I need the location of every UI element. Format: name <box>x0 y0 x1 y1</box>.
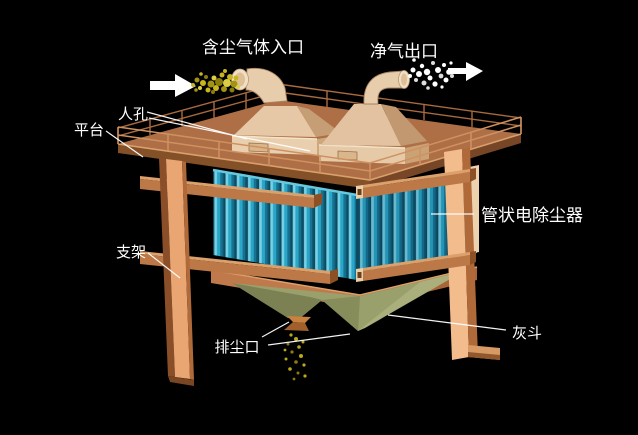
leader-lines <box>105 111 507 346</box>
ash-hopper <box>232 271 464 331</box>
label-tubular-esp: 管状电除尘器 <box>481 206 583 225</box>
leader-support <box>147 252 181 279</box>
outlet-flow <box>408 58 483 90</box>
labels: 含尘气体入口 净气出口 人孔 平台 支架 排尘口 管状电除尘器 灰斗 <box>74 38 583 356</box>
label-ash-hopper: 灰斗 <box>512 325 542 342</box>
leader-platform <box>105 130 144 158</box>
label-support-frame: 支架 <box>116 244 146 261</box>
inlet-flow <box>150 69 240 97</box>
leader-discharge-1 <box>261 321 290 338</box>
hood-pyramid-right <box>321 104 401 146</box>
railing-front <box>117 116 522 180</box>
label-dust-discharge-port: 排尘口 <box>214 339 259 356</box>
clean-gas-particles <box>408 58 454 90</box>
label-dusty-gas-inlet: 含尘气体入口 <box>202 38 304 57</box>
label-clean-gas-outlet: 净气出口 <box>370 42 438 61</box>
beam-lower-right <box>356 251 476 282</box>
label-platform: 平台 <box>74 122 104 139</box>
falling-dust <box>283 333 307 381</box>
inlet-arrow-icon <box>150 74 196 97</box>
outlet-arrow-icon <box>448 62 483 81</box>
inlet-duct <box>245 67 288 104</box>
leader-manhole-2 <box>148 117 311 152</box>
beam-upper-right <box>356 168 476 199</box>
dusty-gas-particles <box>191 69 240 94</box>
discharge-spout <box>284 316 311 331</box>
hood-pyramid-left <box>234 106 316 137</box>
leader-ash-hopper <box>387 314 507 331</box>
leader-discharge-2 <box>267 333 351 346</box>
label-manhole: 人孔 <box>118 106 148 123</box>
manhole-hatch-right <box>337 150 358 161</box>
